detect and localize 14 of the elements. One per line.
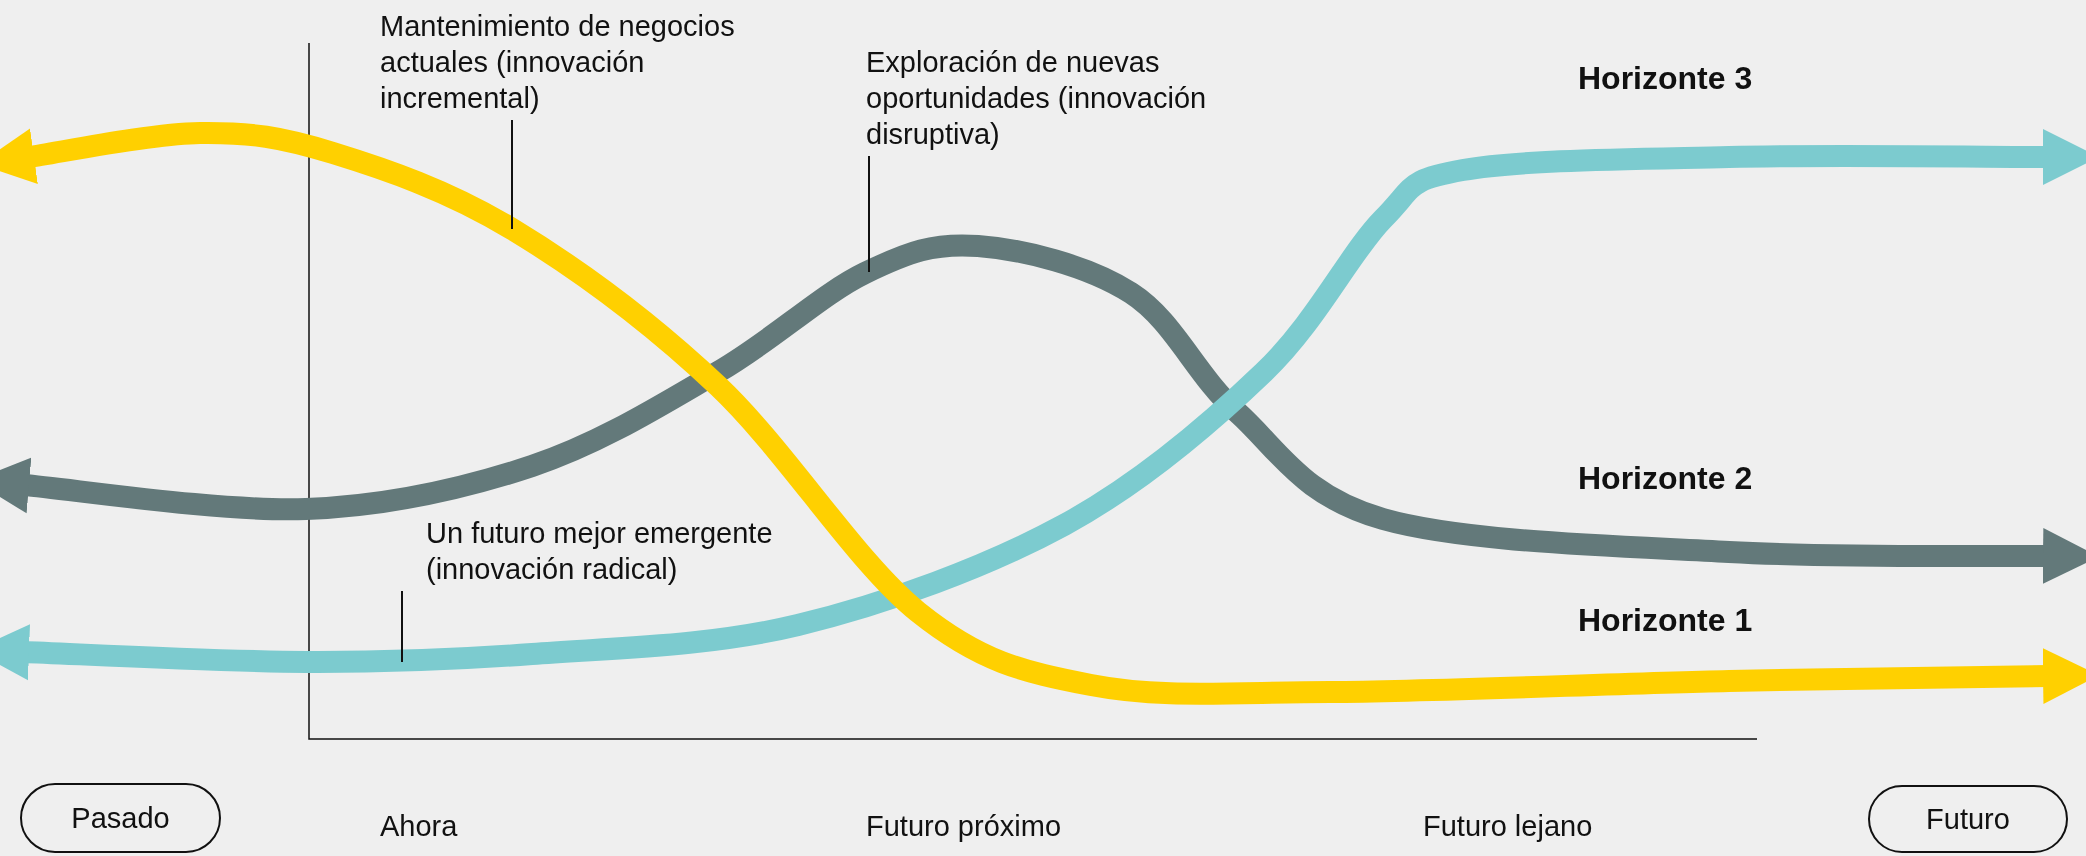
callout-text: Exploración de nuevas oportunidades (innovación disruptiva) bbox=[860, 44, 1276, 152]
horizon-label: Horizonte 3 bbox=[1578, 60, 1753, 96]
time-label: Ahora bbox=[380, 809, 458, 844]
leader-line bbox=[511, 119, 513, 230]
leader-line bbox=[868, 155, 870, 273]
time-pill: Pasado bbox=[20, 783, 221, 853]
time-label: Futuro lejano bbox=[1423, 809, 1593, 844]
time-pill: Futuro bbox=[1868, 785, 2068, 853]
callout-text: Un futuro mejor emergente (innovación radical) bbox=[398, 515, 806, 587]
callout-text: Mantenimiento de negocios actuales (innovación incremental) bbox=[380, 8, 800, 116]
horizon-label: Horizonte 2 bbox=[1578, 460, 1753, 496]
horizon-label: Horizonte 1 bbox=[1578, 602, 1753, 638]
time-label: Futuro próximo bbox=[866, 809, 1061, 844]
leader-line bbox=[401, 590, 403, 663]
